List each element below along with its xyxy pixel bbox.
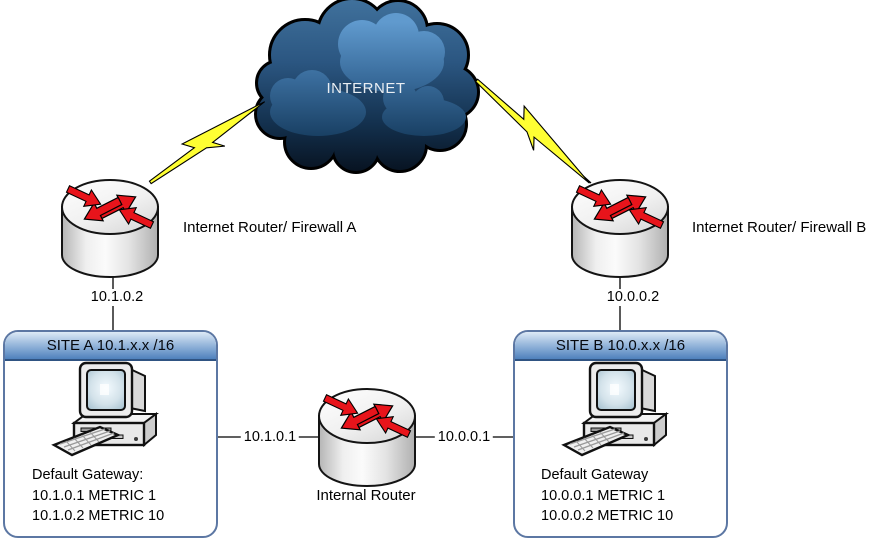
- site-a-box: SITE A 10.1.x.x /16: [3, 330, 218, 538]
- site-b-title: SITE B 10.0.x.x /16: [555, 337, 686, 354]
- internet-label: INTERNET: [326, 80, 406, 97]
- site-a-gateway-text: Default Gateway: 10.1.0.1 METRIC 1 10.1.…: [32, 465, 164, 527]
- cloud-inner-puffs: [270, 13, 466, 136]
- site-b-gateway-line: 10.0.0.2 METRIC 10: [541, 508, 674, 524]
- site-a-header: SITE A 10.1.x.x /16: [5, 332, 216, 361]
- internet-cloud-icon: [254, 0, 480, 174]
- internal-router-label: Internal Router: [316, 487, 416, 504]
- router-b-icon: [572, 180, 668, 277]
- site-b-gateway-line: 10.0.0.1 METRIC 1: [541, 487, 666, 504]
- site-b-header: SITE B 10.0.x.x /16: [515, 332, 726, 361]
- internal-router-icon: [319, 389, 415, 486]
- internal-left-ip-label: 10.1.0.1: [240, 429, 300, 446]
- router-a-icon: [62, 180, 158, 277]
- site-a-gateway-line: Default Gateway:: [32, 467, 144, 483]
- router-a-label: Internet Router/ Firewall A: [183, 219, 357, 236]
- site-b-gateway-text: Default Gateway 10.0.0.1 METRIC 1 10.0.0…: [541, 465, 673, 527]
- internal-right-ip-label: 10.0.0.1: [434, 429, 494, 446]
- lightning-bolt-b-icon: [467, 69, 599, 194]
- site-a-gateway-line: 10.1.0.1 METRIC 1: [32, 487, 157, 504]
- site-b-gateway-line: Default Gateway: [541, 467, 649, 483]
- site-b-box: SITE B 10.0.x.x /16: [513, 330, 728, 538]
- site-a-title: SITE A 10.1.x.x /16: [46, 337, 175, 354]
- router-a-ip-label: 10.1.0.2: [87, 289, 147, 306]
- lightning-bolt-a-icon: [142, 91, 274, 194]
- site-a-gateway-line: 10.1.0.2 METRIC 10: [32, 508, 165, 524]
- router-b-label: Internet Router/ Firewall B: [692, 219, 867, 236]
- router-b-ip-label: 10.0.0.2: [603, 289, 663, 306]
